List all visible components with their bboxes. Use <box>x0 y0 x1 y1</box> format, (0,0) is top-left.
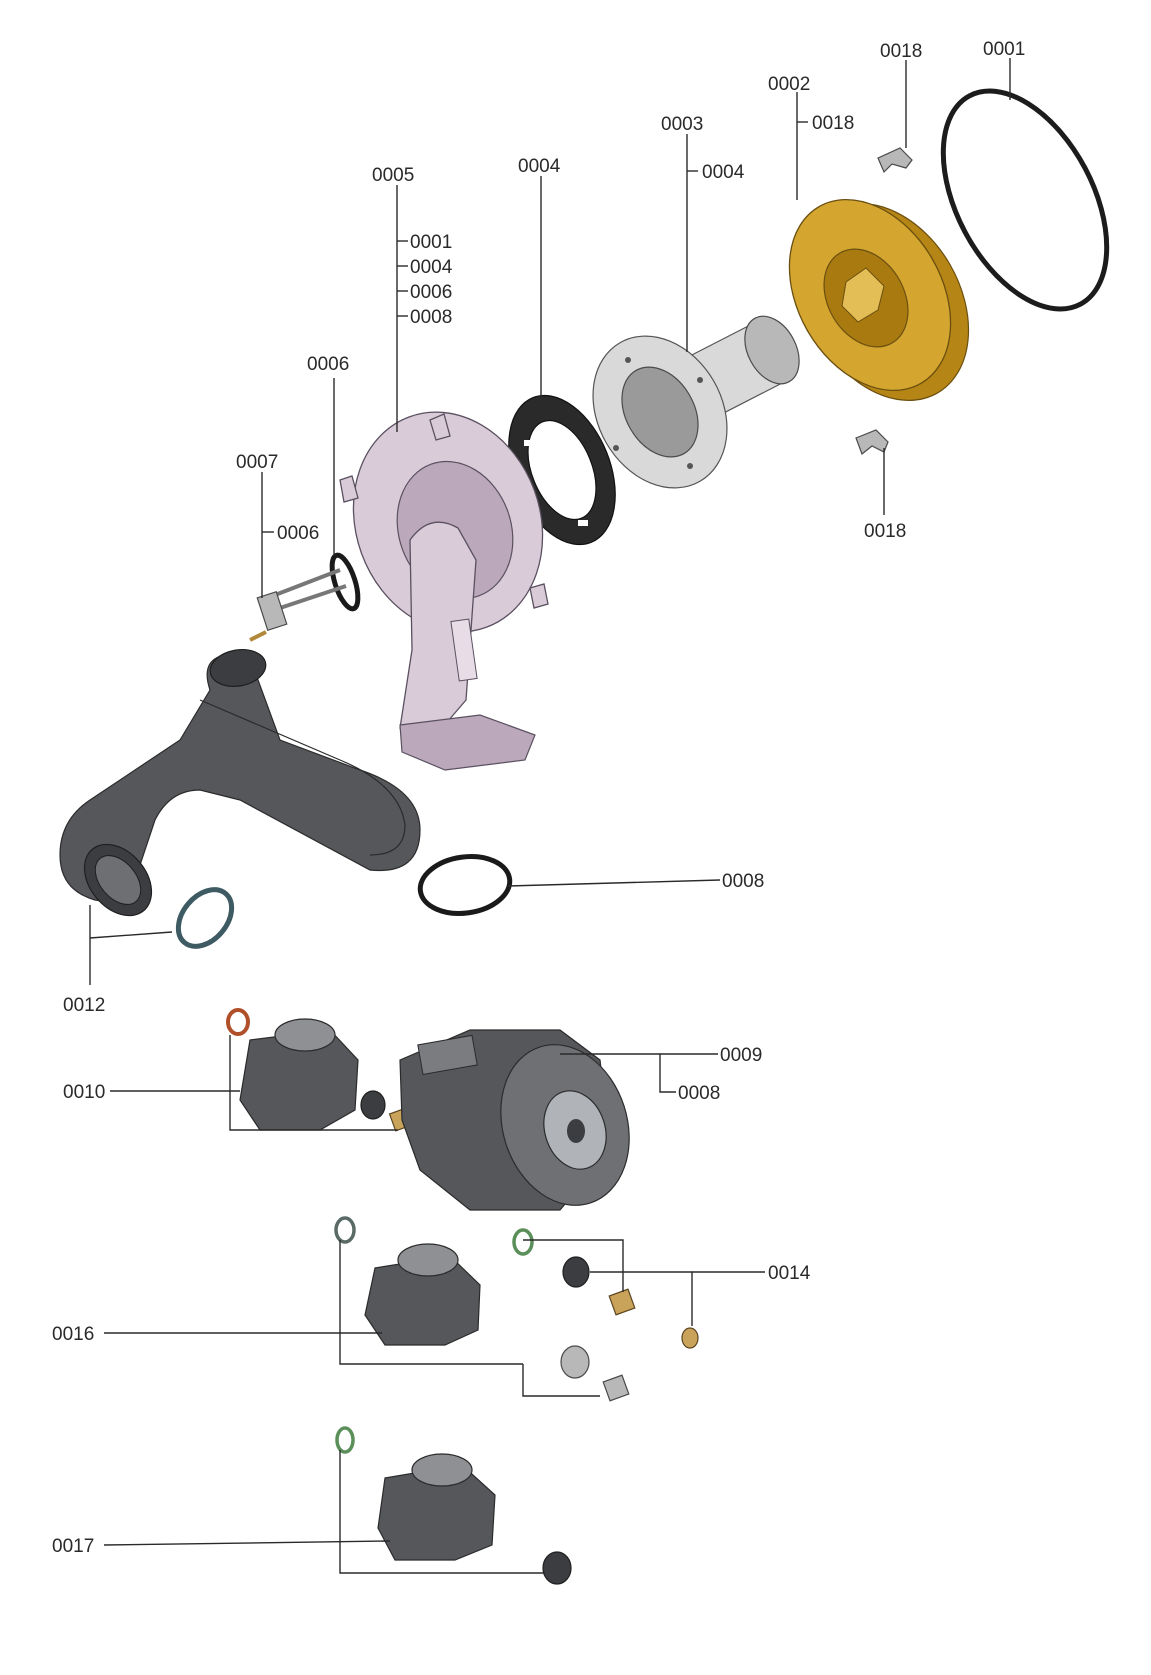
callout-0016: 0016 <box>52 1324 94 1345</box>
callout-0005-sub2: 0004 <box>410 257 453 278</box>
callout-0005: 0005 <box>372 165 414 186</box>
callout-0017: 0017 <box>52 1536 94 1557</box>
part-0003-tube[interactable] <box>566 307 810 512</box>
callout-0001: 0001 <box>983 39 1025 60</box>
callout-0006: 0006 <box>307 354 349 375</box>
callout-0003: 0003 <box>661 114 703 135</box>
callout-0007: 0007 <box>236 452 278 473</box>
leader-0017 <box>103 1540 391 1546</box>
part-0006-small-gasket[interactable] <box>327 552 363 612</box>
callout-0004-top: 0004 <box>518 156 561 177</box>
callout-0008: 0008 <box>722 871 764 892</box>
part-0005-burner-door[interactable] <box>323 385 573 771</box>
part-0017-gas-valve[interactable] <box>335 1426 572 1585</box>
part-0007-electrode[interactable] <box>249 568 347 642</box>
part-0009-fan-blower[interactable] <box>399 1028 649 1222</box>
part-0018-clip-top[interactable] <box>877 147 913 174</box>
leader-0017-b <box>339 1450 545 1574</box>
callout-0010: 0010 <box>63 1082 105 1103</box>
leader-0010-b <box>229 1035 398 1131</box>
callout-0018-top: 0018 <box>880 41 922 62</box>
leader-0012-b <box>89 931 173 939</box>
part-0010-gas-valve[interactable] <box>226 1008 416 1132</box>
callout-0009-sub: 0008 <box>678 1083 720 1104</box>
part-0012-tube-seal[interactable] <box>168 879 243 956</box>
part-0002-gold-flange[interactable] <box>757 171 1003 431</box>
callout-0012: 0012 <box>63 995 105 1016</box>
callout-0004-sub: 0004 <box>702 162 745 183</box>
part-0016-gas-valve[interactable] <box>334 1216 630 1402</box>
callout-0009: 0009 <box>720 1045 762 1066</box>
leader-0016-c <box>522 1364 600 1397</box>
callout-0005-sub3: 0006 <box>410 282 452 303</box>
leader-0008 <box>507 879 721 887</box>
part-0014-nozzle-set[interactable] <box>512 1228 699 1349</box>
callout-0014: 0014 <box>768 1263 811 1284</box>
callout-0002: 0002 <box>768 74 810 95</box>
part-0008-ring-gasket[interactable] <box>417 851 514 919</box>
part-0001-oring[interactable] <box>910 64 1141 336</box>
leader-0016-b <box>339 1240 523 1365</box>
callout-0005-sub1: 0001 <box>410 232 452 253</box>
callout-0007-sub: 0006 <box>277 523 319 544</box>
part-0018-clip-bottom[interactable] <box>855 429 889 455</box>
leader-0014-a <box>523 1239 624 1292</box>
part-air-intake-tube[interactable] <box>59 645 421 928</box>
callout-0018-bottom: 0018 <box>864 521 906 542</box>
callout-0005-sub4: 0008 <box>410 307 452 328</box>
leader-0014-b <box>590 1271 693 1326</box>
callout-0018-right: 0018 <box>812 113 854 134</box>
leader-0009 <box>560 1053 676 1093</box>
